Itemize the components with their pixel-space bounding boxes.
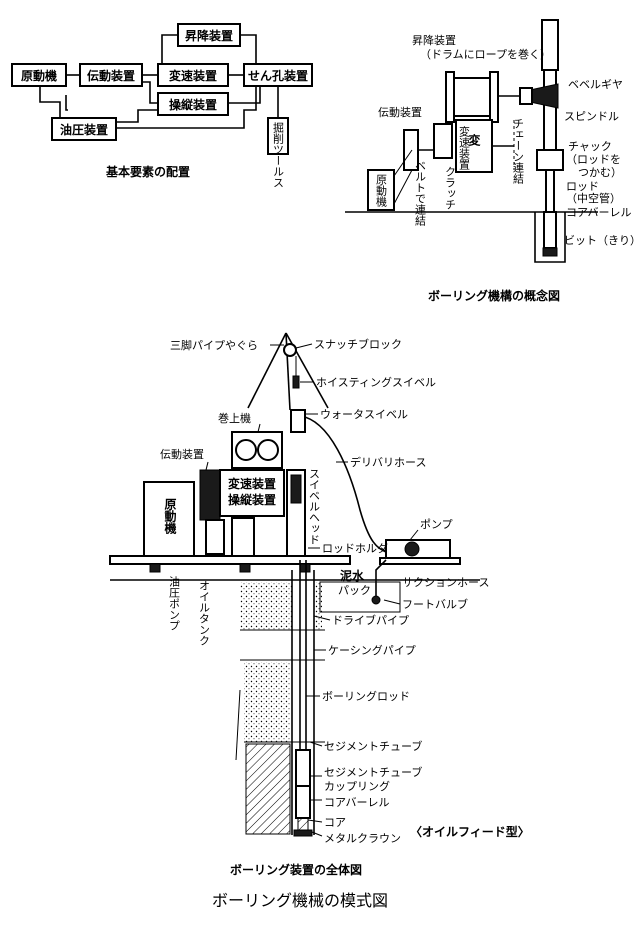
concept-label-rod-sub: （中空管） (566, 191, 621, 205)
box-hoisting-label: 昇降装置 (185, 28, 233, 43)
overall-type-note: 〈オイルフィード型〉 (410, 824, 530, 839)
label-water-swivel: ウォータスイベル (320, 408, 408, 421)
label-drive-pipe: ドライブパイプ (332, 613, 409, 627)
label-hoisting-swivel: ホイスティングスイベル (316, 375, 436, 389)
concept-spindle-top (541, 19, 559, 71)
block-connectors (39, 34, 279, 129)
box-hydraulic-label: 油圧装置 (60, 122, 108, 137)
label-boring-rod: ボーリングロッド (322, 689, 410, 703)
concept-label-bit: ビット（きり） (564, 234, 637, 247)
box-drilling-label: せん孔装置 (248, 68, 308, 83)
concept-chuck (536, 149, 564, 171)
label-core-barrel: コアバーレル (324, 796, 390, 809)
box-control-label: 操縦装置 (169, 97, 217, 112)
hoisting-swivel (292, 375, 300, 389)
concept-label-chuck-sub2: つかむ） (578, 166, 622, 179)
page-title: ボーリング機械の模式図 (212, 891, 388, 910)
label-mud-pack-1: 泥水 (340, 568, 365, 583)
label-casing-pipe: ケーシングパイプ (328, 643, 416, 657)
oil-tank (231, 517, 255, 557)
concept-label-bevel-gear: ベベルギヤ (568, 78, 623, 91)
label-transmission: 伝動装置 (160, 447, 204, 461)
label-snatch-block: スナッチブロック (314, 337, 402, 351)
leader-lines (205, 343, 419, 837)
box-hoisting (177, 23, 241, 47)
concept-diagram: 変 昇降装置 （ドラムにロープを巻く） ベベルギヤ スピンドル 伝動装置 変速装… (345, 19, 637, 303)
concept-bit (542, 247, 558, 257)
overall-control-label: 操縦装置 (228, 492, 276, 507)
block-diagram: 原動機 伝動装置 昇降装置 変速装置 せん孔装置 操縦装置 油圧装置 掘削ツール… (11, 23, 313, 188)
box-transmission (79, 63, 143, 87)
delivery-hose (299, 415, 387, 553)
label-core: コア (324, 816, 346, 829)
cement-tube (295, 749, 311, 787)
snatch-block (283, 343, 297, 357)
block-diagram-caption: 基本要素の配置 (105, 164, 190, 179)
concept-label-belt: ベルトで連結 (414, 160, 427, 227)
concept-label-chuck-sub1: （ロッドを (566, 153, 621, 166)
core-block (297, 817, 309, 831)
overall-prime-mover-label: 原動機 (163, 498, 177, 535)
overall-diagram: 原動機 変速装置 操縦装置 (109, 332, 530, 877)
concept-spindle (543, 69, 557, 151)
label-oil-pump: 油圧ポンプ (168, 575, 181, 631)
box-speed-change (157, 63, 229, 87)
concept-label-prime-mover: 原動機 (375, 174, 388, 208)
box-drilling (243, 63, 313, 87)
concept-label-chuck: チャック (568, 140, 612, 153)
label-winch: 巻上機 (218, 411, 251, 425)
water-swivel (290, 409, 306, 433)
label-pump: ポンプ (420, 518, 453, 531)
label-delivery-hose: デリバリホース (350, 455, 426, 469)
concept-caption: ボーリング機構の概念図 (428, 288, 560, 303)
suction-hose (375, 559, 387, 596)
concept-hoist-drum (451, 77, 493, 117)
concept-label-hoisting: 昇降装置 (412, 33, 456, 47)
concept-label-clutch: クラッチ (444, 166, 457, 210)
prime-mover-block (143, 481, 195, 557)
box-control (157, 92, 229, 116)
box-speed-change-label: 変速装置 (169, 68, 217, 83)
overall-speed-change-label: 変速装置 (228, 476, 276, 491)
soil-strata (235, 582, 325, 835)
label-mud-pack-2: パック (338, 584, 371, 597)
label-cement-tube: セジメントチューブ (324, 739, 422, 753)
core-barrel-block (295, 785, 311, 819)
platform (109, 555, 351, 565)
label-tripod: 三脚パイプやぐら (170, 338, 258, 352)
box-hydraulic (51, 117, 117, 141)
box-transmission-label: 伝動装置 (87, 68, 135, 83)
foot-valve (371, 595, 381, 605)
label-oil-tank: オイルタンク (198, 580, 211, 646)
concept-rod (545, 169, 555, 213)
concept-label-chain: チェーン連結 (512, 118, 525, 185)
box-drill-tools-label: 掘削ツールス (272, 121, 285, 188)
label-rod-holder: ロッドホルダ (322, 541, 388, 555)
concept-prime-mover (367, 169, 395, 211)
concept-label-spindle: スピンドル (564, 110, 619, 123)
svg-text:変: 変 (467, 133, 481, 147)
overall-caption: ボーリング装置の全体図 (230, 862, 362, 877)
concept-bevel-gear (529, 83, 559, 109)
label-swivel-head: スイベルヘッド (308, 468, 321, 545)
box-prime-mover (11, 63, 67, 87)
concept-label-core-barrel: コアバーレル (566, 206, 632, 219)
label-metal-crown: メタルクラウン (324, 832, 401, 845)
concept-core-barrel (543, 211, 557, 249)
concept-label-speed-change: 変速装置 (458, 125, 471, 170)
concept-label-rod: ロッド (566, 180, 599, 193)
concept-speed-change (455, 119, 493, 173)
label-suction-hose: サクションホース (402, 576, 489, 589)
metal-crown (293, 829, 313, 837)
label-foot-valve: フートバルブ (402, 597, 468, 611)
box-prime-mover-label: 原動機 (21, 68, 57, 83)
speed-change-block (219, 469, 285, 517)
box-drill-tools (267, 117, 289, 155)
concept-label-transmission: 伝動装置 (378, 105, 422, 119)
concept-label-hoisting-sub: （ドラムにロープを巻く） (420, 48, 551, 61)
label-cement-coupling-2: カップリング (324, 779, 390, 793)
label-cement-coupling-1: セジメントチューブ (324, 765, 422, 779)
